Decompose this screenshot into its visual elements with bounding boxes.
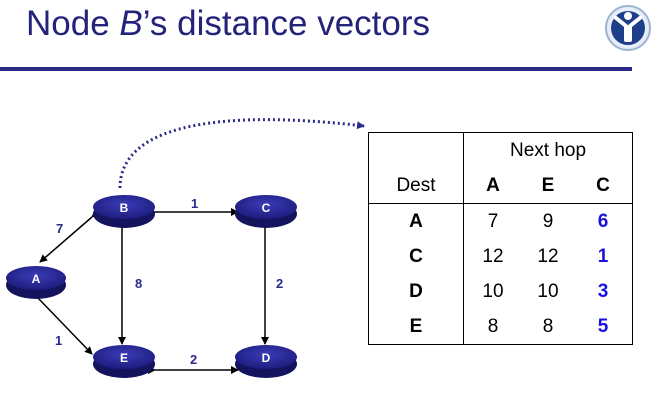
cell-via-a: 10	[482, 280, 504, 302]
cell-via-e: 12	[537, 245, 559, 267]
dest-header: Dest	[368, 168, 464, 204]
node-e: E	[93, 345, 155, 378]
title-rule	[0, 67, 632, 71]
waving-figure-logo-icon	[605, 5, 651, 51]
slide-title: Node B’s distance vectors	[26, 4, 430, 44]
table-row: A 7 9 6	[368, 203, 633, 239]
edge-label-c-d: 2	[276, 276, 283, 291]
edge-a-b	[39, 209, 100, 263]
cell-via-e: 10	[537, 280, 559, 302]
cell-via-a: 8	[487, 315, 499, 337]
cell-via-c: 5	[597, 315, 609, 337]
node-d-label: D	[262, 351, 271, 365]
node-c-label: C	[262, 201, 271, 215]
title-suffix: ’s distance vectors	[142, 4, 431, 43]
cell-via-a: 12	[482, 245, 504, 267]
node-a: A	[6, 266, 66, 299]
node-d: D	[235, 345, 297, 378]
edge-label-e-d: 2	[190, 352, 197, 367]
cell-via-e: 8	[542, 315, 554, 337]
cell-via-c: 6	[597, 210, 609, 232]
table-header-group-row: Next hop	[368, 132, 633, 168]
table-header-row: Dest A E C	[368, 168, 633, 204]
edge-label-a-e: 1	[55, 333, 62, 348]
node-b: B	[93, 195, 155, 228]
row-dest: C	[368, 239, 464, 274]
dotted-arrow-b-to-table	[118, 118, 365, 189]
cell-via-e: 9	[542, 210, 554, 232]
node-e-label: E	[120, 351, 128, 365]
cell-via-c: 1	[597, 245, 609, 267]
title-prefix: Node	[26, 4, 120, 43]
edge-label-b-c: 1	[191, 196, 198, 211]
network-graph: 7 1 8 2 1 2 A B C D E	[6, 118, 365, 378]
edge-a-e	[30, 290, 93, 355]
edge-label-b-e: 8	[135, 276, 142, 291]
table-row: E 8 8 5	[368, 309, 633, 345]
table-row: C 12 12 1	[368, 239, 633, 274]
row-dest: D	[368, 274, 464, 309]
node-b-label: B	[120, 201, 129, 215]
next-hop-header: Next hop	[509, 139, 587, 161]
cell-via-c: 3	[597, 280, 609, 302]
edge-label-a-b: 7	[56, 221, 63, 236]
node-c: C	[235, 195, 297, 228]
table-corner-cell	[368, 132, 464, 168]
cell-via-a: 7	[487, 210, 499, 232]
hop-header-c: C	[574, 168, 633, 204]
row-dest: A	[368, 203, 464, 239]
hop-header-a: A	[463, 168, 522, 204]
row-dest: E	[368, 309, 464, 345]
hop-header-e: E	[522, 168, 574, 204]
table-row: D 10 10 3	[368, 274, 633, 309]
title-node: B	[119, 4, 143, 43]
distance-vector-table: Next hop Dest A E C A 7 9 6 C 12 12 1 D …	[368, 132, 633, 345]
node-a-label: A	[32, 272, 41, 286]
